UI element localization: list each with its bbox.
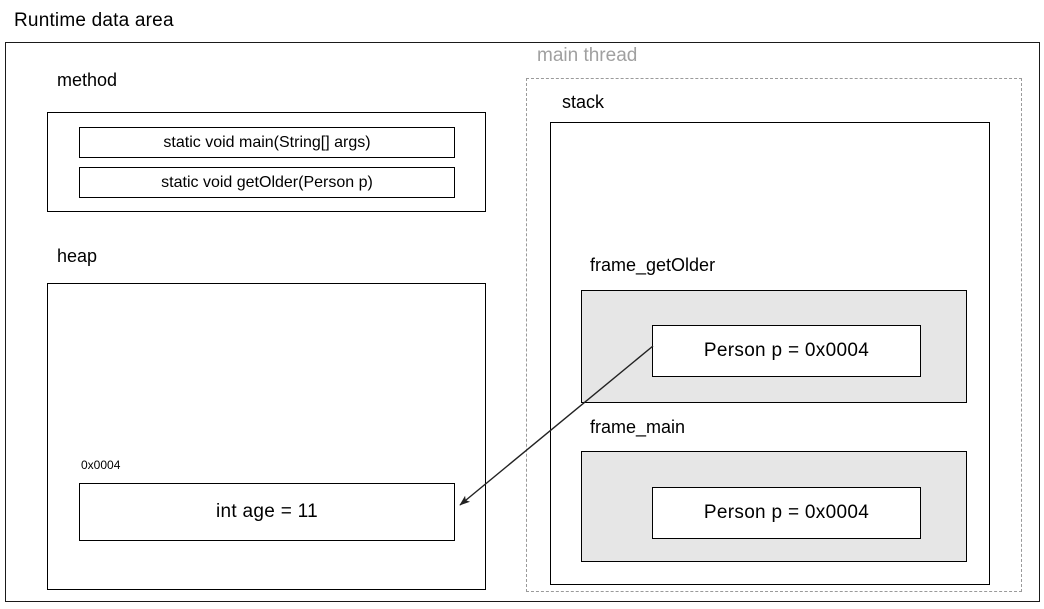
- method-entry-getolder: static void getOlder(Person p): [79, 167, 455, 198]
- page-title: Runtime data area: [14, 10, 174, 31]
- heap-object-address-label: 0x0004: [81, 458, 121, 472]
- frame-getolder-label: frame_getOlder: [590, 255, 716, 275]
- frame-main-label: frame_main: [590, 417, 686, 437]
- main-thread-box: [526, 78, 1022, 592]
- heap-area-box: [47, 283, 486, 590]
- heap-area-label: heap: [57, 246, 98, 266]
- frame-main-variable: Person p = 0x0004: [652, 487, 921, 539]
- main-thread-label: main thread: [537, 45, 638, 66]
- frame-getolder-variable: Person p = 0x0004: [652, 325, 921, 377]
- method-area-label: method: [57, 70, 118, 90]
- heap-object-box: int age = 11: [79, 483, 455, 541]
- method-entry-main: static void main(String[] args): [79, 127, 455, 158]
- stack-label: stack: [562, 92, 605, 112]
